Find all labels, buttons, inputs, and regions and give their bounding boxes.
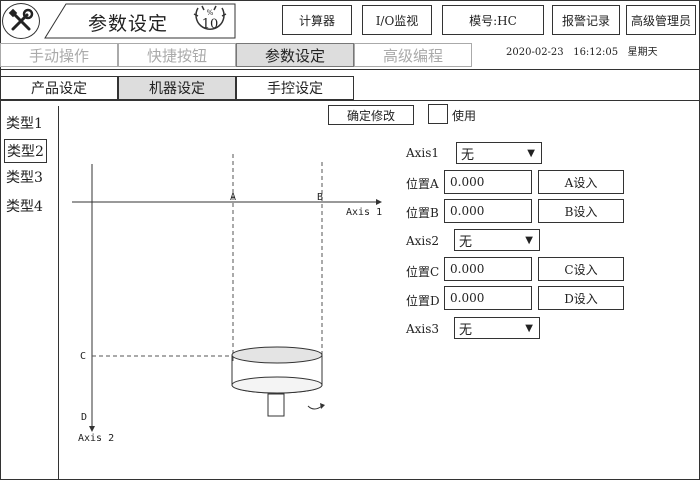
tab-manual[interactable]: 手动操作 <box>0 43 118 67</box>
use-checkbox[interactable] <box>428 104 448 124</box>
axis2-select[interactable]: 无 ▼ <box>454 229 540 251</box>
posA-label: 位置A <box>406 177 439 191</box>
part-top <box>231 346 323 364</box>
set-b-button[interactable]: B设入 <box>538 199 624 223</box>
axis1-value: 无 <box>461 147 475 163</box>
set-a-button[interactable]: A设入 <box>538 170 624 194</box>
label-d: D <box>81 412 88 423</box>
io-monitor-button[interactable]: I/O监视 <box>362 5 432 35</box>
posC-label: 位置C <box>406 265 440 279</box>
use-label: 使用 <box>452 109 477 123</box>
panel-divider <box>58 106 59 480</box>
subtab-machine[interactable]: 机器设定 <box>118 76 236 100</box>
set-c-button[interactable]: C设入 <box>538 257 624 281</box>
speed-gear-icon[interactable] <box>188 4 232 36</box>
axis2-title: Axis 2 <box>78 433 115 444</box>
subtab-product[interactable]: 产品设定 <box>0 76 118 100</box>
date: 2020-02-23 <box>506 47 564 58</box>
datetime: 2020-02-23 16:12:05 星期天 <box>506 43 658 58</box>
part-shaft <box>267 393 285 417</box>
set-d-button[interactable]: D设入 <box>538 286 624 310</box>
admin-button[interactable]: 高级管理员 <box>626 5 696 35</box>
axis3-value: 无 <box>459 322 473 338</box>
axis-diagram <box>72 154 382 432</box>
divider <box>0 100 700 101</box>
mold-number-button[interactable]: 模号:HC <box>442 5 544 35</box>
tab-shortcuts[interactable]: 快捷按钮 <box>118 43 236 67</box>
type-item-4[interactable]: 类型4 <box>6 199 43 215</box>
divider <box>0 69 700 70</box>
rotation-arrow-icon <box>307 405 323 410</box>
label-a: A <box>230 192 237 203</box>
caret-down-icon: ▼ <box>527 147 535 159</box>
time: 16:12:05 <box>573 47 619 58</box>
weekday: 星期天 <box>627 47 658 58</box>
speed-value: 10 <box>201 17 219 32</box>
part-bottom <box>231 376 323 394</box>
page-title: 参数设定 <box>88 13 169 35</box>
confirm-button[interactable]: 确定修改 <box>328 105 414 125</box>
tools-icon[interactable] <box>2 3 40 39</box>
axis1-select[interactable]: 无 ▼ <box>456 142 542 164</box>
axis3-label: Axis3 <box>406 322 440 336</box>
posB-label: 位置B <box>406 206 439 220</box>
title-frame <box>44 3 236 39</box>
alarm-log-button[interactable]: 报警记录 <box>552 5 620 35</box>
subtab-handheld[interactable]: 手控设定 <box>236 76 354 100</box>
axis3-select[interactable]: 无 ▼ <box>454 317 540 339</box>
posB-input[interactable]: 0.000 <box>444 199 532 223</box>
label-b: B <box>317 192 324 203</box>
axis1-arrow <box>376 199 382 205</box>
speed-unit: % <box>206 9 214 17</box>
caret-down-icon: ▼ <box>525 234 533 246</box>
axis1-label: Axis1 <box>406 146 440 160</box>
axis1-title: Axis 1 <box>346 207 383 218</box>
axis2-arrow <box>89 426 95 432</box>
posD-label: 位置D <box>406 294 440 308</box>
posA-input[interactable]: 0.000 <box>444 170 532 194</box>
axis2-label: Axis2 <box>406 234 440 248</box>
tab-advanced[interactable]: 高级编程 <box>354 43 472 67</box>
posC-input[interactable]: 0.000 <box>444 257 532 281</box>
type-item-3[interactable]: 类型3 <box>6 170 43 186</box>
calculator-button[interactable]: 计算器 <box>282 5 352 35</box>
label-c: C <box>80 351 87 362</box>
type-item-1[interactable]: 类型1 <box>6 116 43 132</box>
type-item-2[interactable]: 类型2 <box>4 139 47 163</box>
tab-parameters[interactable]: 参数设定 <box>236 43 354 67</box>
caret-down-icon: ▼ <box>525 322 533 334</box>
posD-input[interactable]: 0.000 <box>444 286 532 310</box>
axis2-value: 无 <box>459 234 473 250</box>
